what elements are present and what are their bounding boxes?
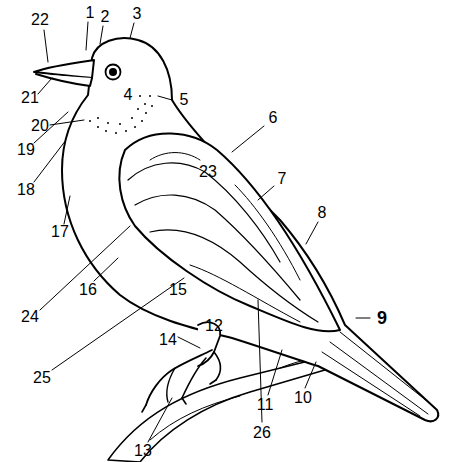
callout-number: 5 (180, 92, 189, 108)
callout-number: 17 (51, 224, 69, 240)
callout-number: 13 (134, 443, 152, 459)
callout-number: 14 (159, 332, 177, 348)
callout-number: 1 (86, 5, 95, 21)
callout-number: 8 (318, 205, 327, 221)
callout-number: 23 (199, 164, 217, 180)
callout-number: 24 (21, 309, 39, 325)
callout-number: 21 (21, 90, 39, 106)
callout-number: 6 (269, 110, 278, 126)
callout-number: 26 (253, 425, 271, 441)
callout-number: 9 (377, 309, 387, 327)
callout-number: 18 (17, 182, 35, 198)
callout-number: 20 (31, 118, 49, 134)
callout-number: 12 (205, 318, 223, 334)
callout-number: 4 (124, 87, 133, 103)
callout-number: 16 (79, 282, 97, 298)
callout-number: 25 (33, 370, 51, 386)
callout-number: 11 (257, 397, 274, 413)
callout-number: 7 (278, 171, 287, 187)
callout-number: 3 (133, 6, 142, 22)
callout-number: 15 (169, 282, 187, 298)
callout-number: 19 (17, 142, 35, 158)
callout-number: 2 (101, 9, 110, 25)
callout-number: 10 (294, 390, 312, 406)
callout-number: 22 (31, 12, 49, 28)
